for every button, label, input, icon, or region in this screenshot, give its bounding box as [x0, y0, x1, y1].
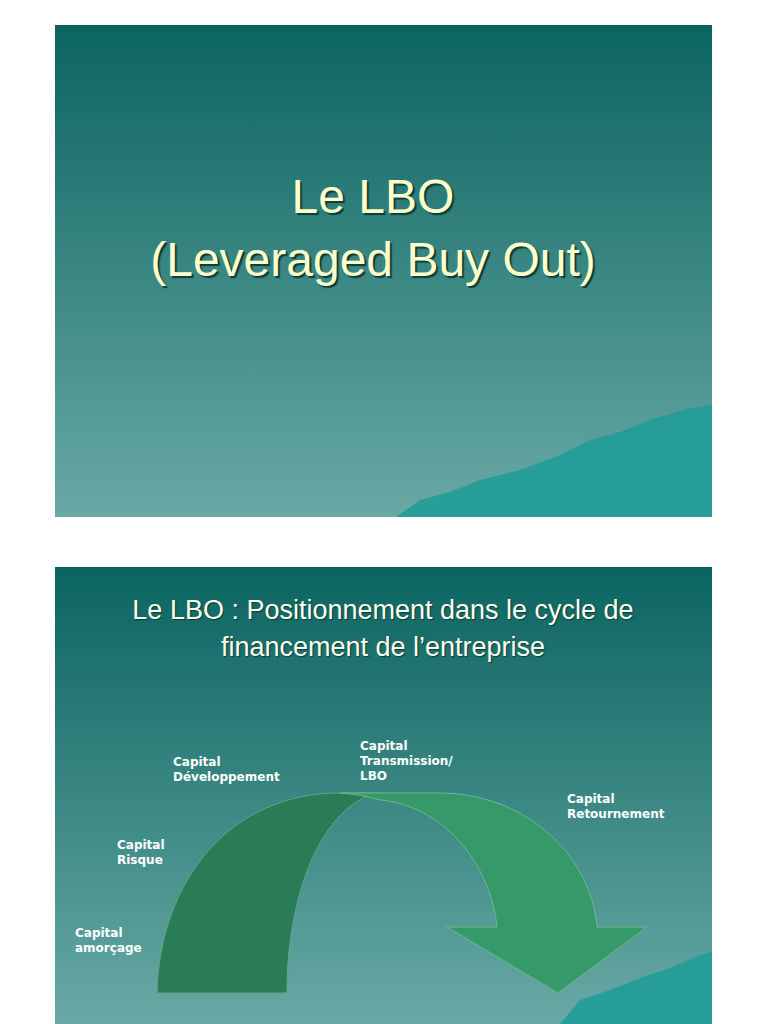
- cycle-arrow-descending: [340, 793, 647, 993]
- stage-label: Capital Transmission/ LBO: [360, 739, 453, 784]
- cycle-arrow-rising: [157, 793, 380, 993]
- slide-background: [55, 25, 712, 517]
- stage-label: Capital Retournement: [567, 792, 664, 822]
- stage-label: Capital Développement: [173, 755, 280, 785]
- stage-label: Capital Risque: [117, 838, 165, 868]
- mountain-decoration: [396, 405, 712, 517]
- stage-label: Capital amorçage: [75, 926, 142, 956]
- slide-heading: Le LBO : Positionnement dans le cycle de…: [93, 592, 673, 666]
- slide-title: (Leveraged Buy Out): [150, 236, 596, 284]
- slide-background: [55, 567, 712, 1024]
- slide-title: Le LBO: [292, 173, 455, 221]
